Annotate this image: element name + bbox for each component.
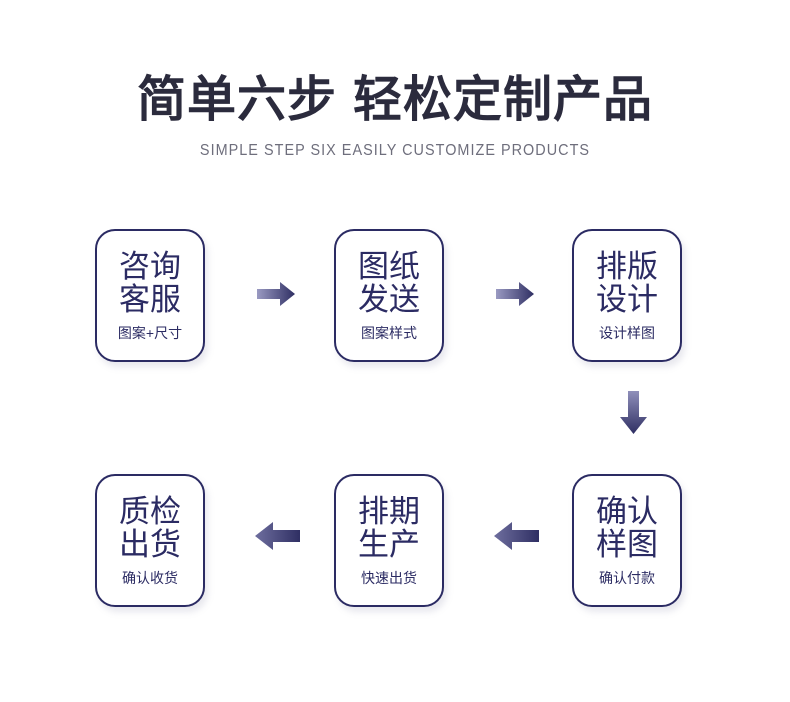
page-subtitle: SIMPLE STEP SIX EASILY CUSTOMIZE PRODUCT… (199, 141, 591, 159)
step-4-title-line2: 样图 (596, 526, 658, 562)
step-2-title-line2: 发送 (358, 281, 420, 317)
step-4-title-line1: 确认 (596, 494, 658, 530)
step-6-caption: 确认收货 (122, 569, 178, 586)
step-4-caption: 确认付款 (599, 569, 655, 586)
step-box-2: 图纸 发送 图案样式 (334, 229, 444, 362)
step-1-title: 咨询 客服 (119, 249, 181, 317)
step-2-title-line1: 图纸 (358, 249, 420, 285)
step-3-title: 排版 设计 (596, 249, 658, 317)
step-3-title-line1: 排版 (596, 249, 658, 285)
page-title-part2: 轻松定制产品 (353, 73, 654, 127)
step-box-4: 确认 样图 确认付款 (572, 474, 682, 607)
step-1-caption: 图案+尺寸 (117, 324, 183, 341)
step-1-title-line1: 咨询 (119, 249, 181, 285)
page-title-part1: 简单六步 (136, 73, 337, 127)
step-box-3: 排版 设计 设计样图 (572, 229, 682, 362)
page-title: 简单六步轻松定制产品 (0, 72, 790, 130)
arrow-right-icon-step2-to-step3 (496, 281, 535, 307)
step-3-title-line2: 设计 (596, 281, 658, 317)
step-5-title-line2: 生产 (358, 526, 420, 562)
step-6-title-line2: 出货 (119, 526, 181, 562)
step-5-caption: 快速出货 (361, 569, 417, 586)
arrow-left-icon-step5-to-step6 (255, 521, 300, 551)
step-6-title: 质检 出货 (119, 494, 181, 562)
step-1-title-line2: 客服 (119, 281, 181, 317)
step-4-title: 确认 样图 (596, 494, 658, 562)
step-box-6: 质检 出货 确认收货 (95, 474, 205, 607)
arrow-down-icon-step3-to-step4 (619, 391, 648, 435)
step-5-title-line1: 排期 (358, 494, 420, 530)
step-3-caption: 设计样图 (599, 324, 655, 341)
step-box-1: 咨询 客服 图案+尺寸 (95, 229, 205, 362)
header-block: 简单六步轻松定制产品 SIMPLE STEP SIX EASILY CUSTOM… (0, 72, 790, 160)
arrow-left-icon-step4-to-step5 (494, 521, 539, 551)
arrow-right-icon-step1-to-step2 (257, 281, 296, 307)
step-2-title: 图纸 发送 (358, 249, 420, 317)
step-5-title: 排期 生产 (358, 494, 420, 562)
step-6-title-line1: 质检 (119, 494, 181, 530)
step-2-caption: 图案样式 (361, 324, 417, 341)
step-box-5: 排期 生产 快速出货 (334, 474, 444, 607)
